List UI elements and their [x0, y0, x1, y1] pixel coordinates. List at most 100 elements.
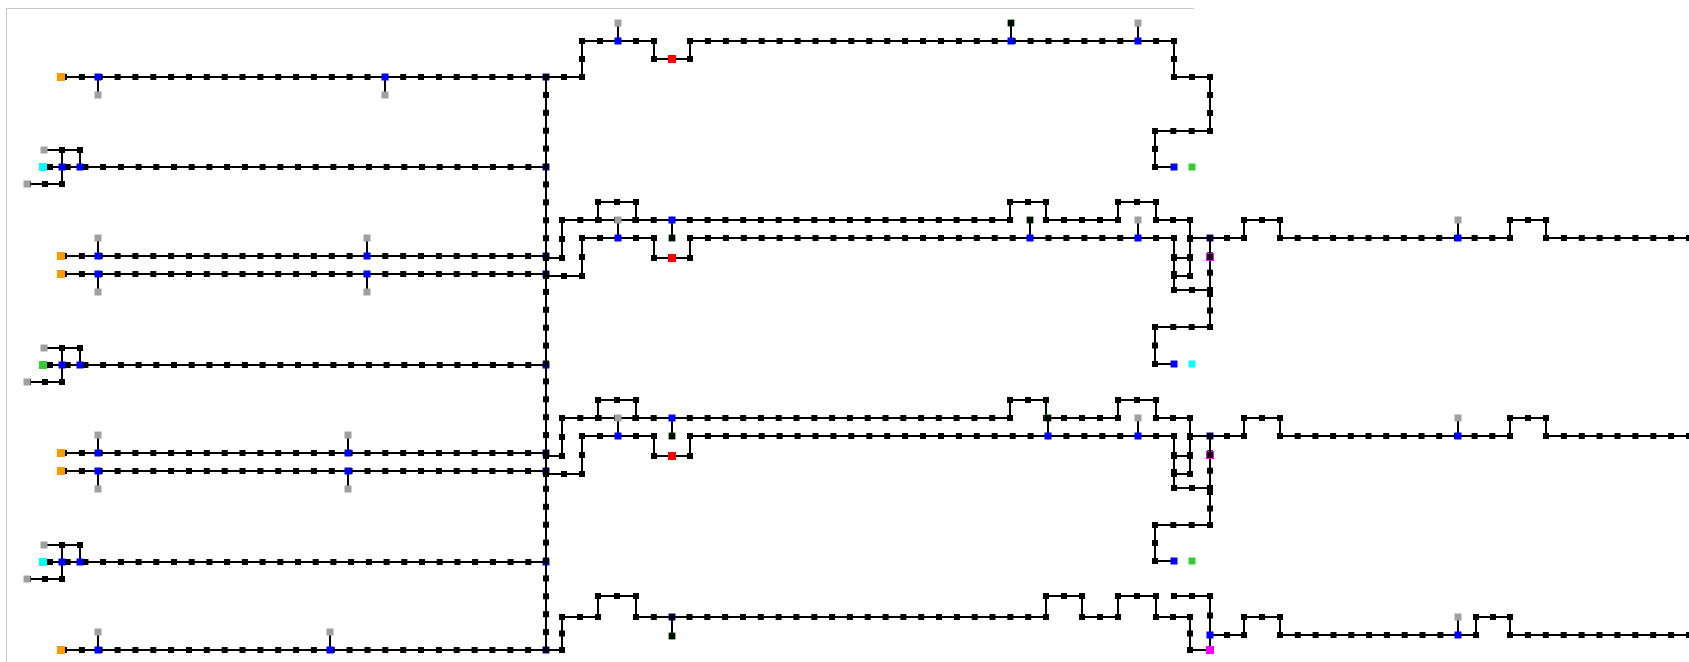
wire-node	[42, 576, 48, 582]
wire-node	[507, 362, 514, 368]
wire-node	[312, 559, 319, 565]
wire-node	[135, 559, 142, 565]
wire-node	[330, 559, 337, 565]
wire-node	[114, 271, 121, 277]
wire-node	[1171, 287, 1177, 293]
wire-node	[435, 74, 442, 80]
wire-node	[525, 164, 532, 170]
wire-node	[1578, 433, 1585, 439]
wire-node	[310, 647, 317, 653]
wire-node	[704, 38, 711, 44]
wire-node	[1207, 522, 1213, 528]
wire-node	[435, 253, 442, 259]
wire-node	[489, 74, 496, 80]
wire-node	[47, 362, 53, 368]
wire-node	[1187, 415, 1193, 421]
wire-node	[472, 362, 479, 368]
wire-node	[382, 647, 389, 653]
wire-node	[241, 362, 248, 368]
wire-node	[259, 559, 266, 565]
wire-node	[1152, 558, 1158, 564]
wire-node	[1153, 433, 1160, 439]
wire-node	[704, 433, 711, 439]
wire-node	[1170, 128, 1177, 134]
stub-node-icon	[1454, 414, 1462, 422]
wire-node	[188, 164, 195, 170]
wire-node	[1061, 217, 1067, 223]
junction-node-icon	[668, 414, 676, 422]
wire-node	[453, 468, 460, 474]
wire-node	[1259, 614, 1265, 620]
wire-node	[577, 614, 583, 620]
wire-node	[188, 559, 195, 565]
wire-node	[525, 74, 532, 80]
wire-node	[1471, 235, 1478, 241]
wire-node	[1115, 397, 1121, 403]
wire-node	[114, 253, 121, 259]
wire-node	[400, 74, 407, 80]
wire-node	[507, 253, 514, 259]
wire-node	[543, 235, 549, 242]
upper-lane	[672, 201, 1211, 291]
wire-node	[328, 271, 335, 277]
wire-node	[171, 559, 177, 565]
wire-node	[1365, 433, 1372, 439]
junction-node-icon	[1170, 360, 1178, 368]
wire-node	[559, 415, 565, 421]
wire-node	[902, 38, 909, 44]
wire-node	[704, 217, 711, 223]
wire-node	[277, 559, 284, 565]
wire-node	[669, 633, 675, 639]
wire-node	[559, 453, 565, 459]
wire-node	[1153, 415, 1159, 421]
wire-node	[1061, 415, 1067, 421]
wire-node	[401, 362, 408, 368]
wire-node	[1117, 433, 1124, 439]
wire-node	[1187, 647, 1193, 653]
wire-node	[1436, 433, 1443, 439]
wire-node	[1614, 433, 1621, 439]
wire-node	[1207, 74, 1213, 80]
wire-node	[1045, 235, 1052, 241]
wire-node	[740, 433, 747, 439]
wire-node	[1171, 235, 1177, 241]
wire-node	[346, 253, 353, 259]
wire-node	[418, 450, 424, 456]
wire-node	[525, 253, 532, 259]
wire-node	[1632, 433, 1639, 439]
wire-node	[1277, 235, 1283, 241]
wire-node	[758, 38, 765, 44]
junction-node-icon	[76, 163, 84, 171]
source-node-icon	[57, 467, 65, 475]
wire-node	[633, 199, 639, 205]
junction-node-icon	[76, 558, 84, 566]
wire-node	[1543, 433, 1549, 439]
wire-node	[489, 271, 496, 277]
wire-node	[100, 362, 107, 368]
wire-node	[221, 450, 228, 456]
wire-node	[579, 471, 585, 477]
wire-node	[507, 74, 514, 80]
wire-node	[224, 559, 231, 565]
wire-node	[1560, 632, 1567, 638]
wire-node	[595, 217, 601, 223]
wire-node	[132, 468, 139, 474]
wire-node	[1489, 235, 1496, 241]
wire-node	[1294, 433, 1301, 439]
wire-node	[365, 362, 372, 368]
wire-node	[543, 288, 549, 295]
wire-node	[364, 647, 371, 653]
wire-node	[1152, 540, 1158, 546]
wire-node	[241, 559, 248, 565]
stub-node-icon	[1134, 19, 1142, 27]
wire-node	[435, 271, 442, 277]
junction-node-icon	[668, 216, 676, 224]
wire-node	[1134, 199, 1140, 205]
wire-node	[1277, 415, 1283, 421]
wire-node	[1383, 433, 1390, 439]
wire-node	[687, 56, 693, 62]
wire-node	[1153, 397, 1159, 403]
wire-node	[953, 415, 960, 421]
wire-node	[257, 450, 264, 456]
wire-node	[239, 647, 246, 653]
